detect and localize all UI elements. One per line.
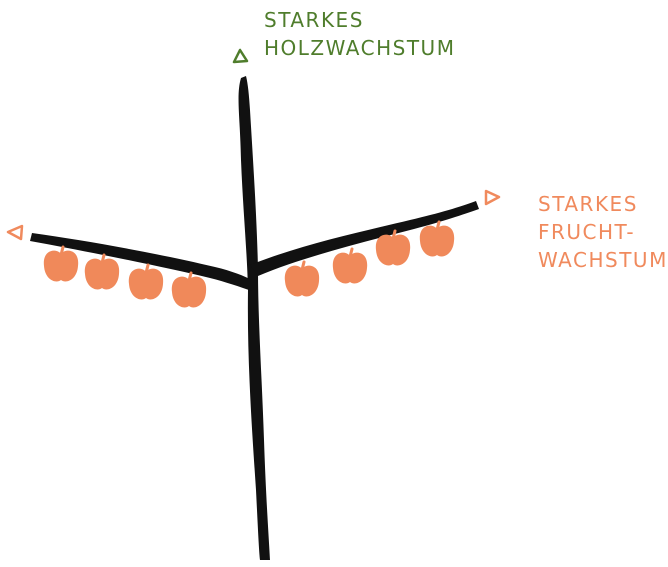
right-branch <box>250 201 479 276</box>
apple-right-4-icon <box>419 220 455 257</box>
apple-left-1-icon <box>43 245 79 282</box>
fruit-growth-arrow-left-icon <box>6 224 24 241</box>
left-branch <box>30 233 252 291</box>
wood-growth-label-line-2: HOLZWACHSTUM <box>264 36 456 60</box>
fruit-growth-label: STARKES FRUCHT- WACHSTUM <box>538 190 668 274</box>
wood-growth-label: STARKES HOLZWACHSTUM <box>264 6 455 62</box>
wood-growth-arrow-icon <box>232 48 249 64</box>
apple-right-1-icon <box>284 260 320 297</box>
apple-right-3-icon <box>375 229 411 266</box>
fruit-growth-label-line-2: FRUCHT- <box>538 220 636 244</box>
apple-left-3-icon <box>128 263 164 300</box>
fruit-growth-label-line-1: STARKES <box>538 192 638 216</box>
apple-left-2-icon <box>84 253 120 290</box>
apple-left-4-icon <box>171 271 207 308</box>
wood-growth-label-line-1: STARKES <box>264 8 364 32</box>
fruits <box>43 220 455 308</box>
fruit-growth-arrow-right-icon <box>484 189 501 206</box>
apple-right-2-icon <box>332 247 368 284</box>
fruit-growth-label-line-3: WACHSTUM <box>538 248 668 272</box>
trunk <box>238 76 270 560</box>
